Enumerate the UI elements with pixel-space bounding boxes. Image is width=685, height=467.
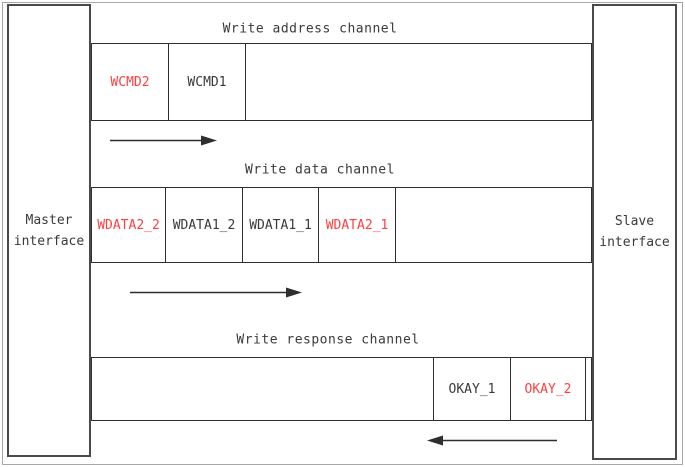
write-address-channel-row: WCMD2 WCMD1 xyxy=(91,43,592,121)
cell-wcmd2: WCMD2 xyxy=(92,44,169,120)
master-label-line1: Master xyxy=(25,212,73,228)
address-channel-right-arrow-icon xyxy=(110,135,217,146)
cell-wdata1-2: WDATA1_2 xyxy=(166,188,243,262)
write-response-channel-label: Write response channel xyxy=(236,332,420,348)
write-response-channel-row: OKAY_1 OKAY_2 xyxy=(91,357,592,421)
cell-wdata1-1: WDATA1_1 xyxy=(243,188,319,262)
cell-wdata2-1: WDATA2_1 xyxy=(319,188,396,262)
cell-response-empty-right xyxy=(586,358,591,420)
cell-data-empty xyxy=(396,188,591,262)
cell-address-empty xyxy=(246,44,591,120)
cell-wdata2-2: WDATA2_2 xyxy=(92,188,166,262)
slave-label-line1: Slave xyxy=(614,214,655,229)
cell-okay-2: OKAY_2 xyxy=(511,358,586,420)
write-data-channel-row: WDATA2_2 WDATA1_2 WDATA1_1 WDATA2_1 xyxy=(91,187,592,263)
master-interface-box: Master interface xyxy=(7,4,91,457)
slave-label-line2: interface xyxy=(599,235,670,250)
cell-response-empty-left xyxy=(92,358,434,420)
cell-okay-1: OKAY_1 xyxy=(434,358,511,420)
write-data-channel-label: Write data channel xyxy=(245,162,395,178)
data-channel-right-arrow-icon xyxy=(130,287,302,298)
cell-wcmd1: WCMD1 xyxy=(169,44,246,120)
slave-interface-box: Slave interface xyxy=(592,4,677,460)
master-label-line2: interface xyxy=(13,233,85,249)
response-channel-left-arrow-icon xyxy=(427,435,557,446)
write-address-channel-label: Write address channel xyxy=(222,21,398,37)
